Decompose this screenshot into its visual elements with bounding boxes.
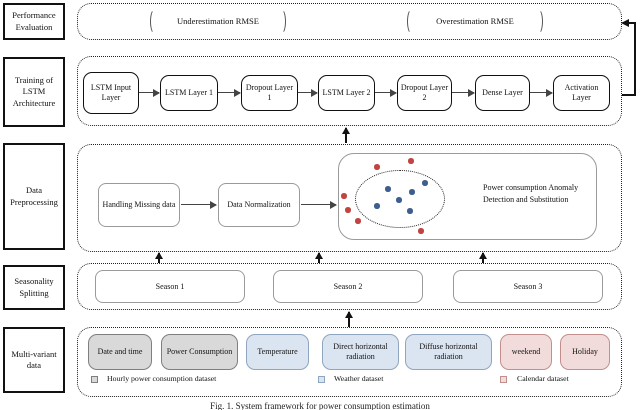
arrow-season1-to-preprocessing — [155, 252, 162, 263]
blue-data-point — [396, 197, 402, 203]
legend-weather-label: Weather dataset — [334, 374, 384, 383]
arrow-season3-to-preprocessing — [479, 252, 486, 263]
row-label-seasonality: Seasonality Splitting — [3, 265, 65, 310]
underestimation-rmse-label: Underestimation RMSE — [177, 16, 259, 26]
lstm-layer-1-box: LSTM Layer 1 — [160, 75, 218, 111]
season-3-box: Season 3 — [453, 270, 603, 303]
row-label-preprocessing: Data Preprocessing — [3, 143, 65, 250]
overestimation-rmse-label: Overestimation RMSE — [436, 16, 514, 26]
feature-weekend-box: weekend — [500, 334, 552, 370]
legend-calendar-swatch — [500, 376, 507, 383]
lstm-input-layer-box: LSTM Input Layer — [83, 72, 139, 114]
feature-power-consumption-box: Power Consumption — [161, 334, 238, 370]
arrow-dropout1-to-lstm2 — [298, 87, 318, 98]
feedback-connector-top — [628, 22, 636, 24]
overestimation-rmse: Overestimation RMSE — [407, 8, 543, 34]
anomaly-detection-label: Power consumption Anomaly Detection and … — [483, 183, 579, 205]
lstm-layer-2-box: LSTM Layer 2 — [318, 75, 375, 111]
left-paren-shape — [407, 8, 416, 34]
figure-caption: Fig. 1. System framework for power consu… — [210, 401, 430, 410]
row-label-performance-evaluation: Performance Evaluation — [3, 3, 65, 40]
activation-layer-box: Activation Layer — [553, 75, 610, 111]
arrow-lstm1-to-dropout1 — [218, 87, 241, 98]
blue-data-point — [374, 203, 380, 209]
red-data-point — [418, 228, 424, 234]
red-data-point — [345, 207, 351, 213]
dropout-layer-1-box: Dropout Layer 1 — [241, 75, 298, 111]
arrow-dense-to-activation — [530, 87, 553, 98]
arrow-missing-to-normalization — [181, 199, 217, 210]
red-data-point — [374, 164, 380, 170]
feedback-connector-vertical — [634, 22, 636, 96]
red-data-point — [355, 218, 361, 224]
arrow-input-to-lstm1 — [139, 87, 160, 98]
feedback-arrowhead — [621, 18, 629, 27]
evaluation-container — [77, 3, 622, 40]
blue-data-point — [407, 208, 413, 214]
underestimation-rmse: Underestimation RMSE — [150, 8, 286, 34]
season-2-box: Season 2 — [273, 270, 423, 303]
legend-weather-swatch — [318, 376, 325, 383]
right-paren-shape — [534, 8, 543, 34]
legend-power-label: Hourly power consumption dataset — [107, 374, 217, 383]
feature-temperature-box: Temperature — [246, 334, 309, 370]
handling-missing-data-box: Handling Missing data — [98, 183, 180, 227]
legend-calendar-label: Calendar dataset — [517, 374, 569, 383]
season-1-box: Season 1 — [95, 270, 245, 303]
feature-date-time-box: Date and time — [88, 334, 152, 370]
legend-power-swatch — [91, 376, 98, 383]
blue-data-point — [422, 180, 428, 186]
arrow-multivariant-to-seasonality — [345, 311, 352, 327]
arrow-normalization-to-anomaly — [301, 199, 337, 210]
normal-data-ellipse — [355, 170, 445, 228]
red-data-point — [408, 158, 414, 164]
feedback-connector-bottom — [622, 94, 636, 96]
dropout-layer-2-box: Dropout Layer 2 — [397, 75, 452, 111]
arrow-preprocessing-to-training — [342, 127, 349, 143]
data-normalization-box: Data Normalization — [218, 183, 300, 227]
right-paren-shape — [277, 8, 286, 34]
arrow-season2-to-preprocessing — [315, 252, 322, 263]
row-label-training: Training of LSTM Architecture — [3, 57, 65, 127]
arrow-lstm2-to-dropout2 — [375, 87, 397, 98]
feature-diffuse-radiation-box: Diffuse horizontal radiation — [405, 334, 492, 370]
dense-layer-box: Dense Layer — [475, 75, 530, 111]
arrow-dropout2-to-dense — [452, 87, 475, 98]
blue-data-point — [385, 186, 391, 192]
red-data-point — [341, 193, 347, 199]
feature-direct-radiation-box: Direct horizontal radiation — [322, 334, 399, 370]
feature-holiday-box: Holiday — [560, 334, 610, 370]
blue-data-point — [409, 189, 415, 195]
row-label-multivariant: Multi-variant data — [3, 327, 65, 393]
left-paren-shape — [150, 8, 159, 34]
